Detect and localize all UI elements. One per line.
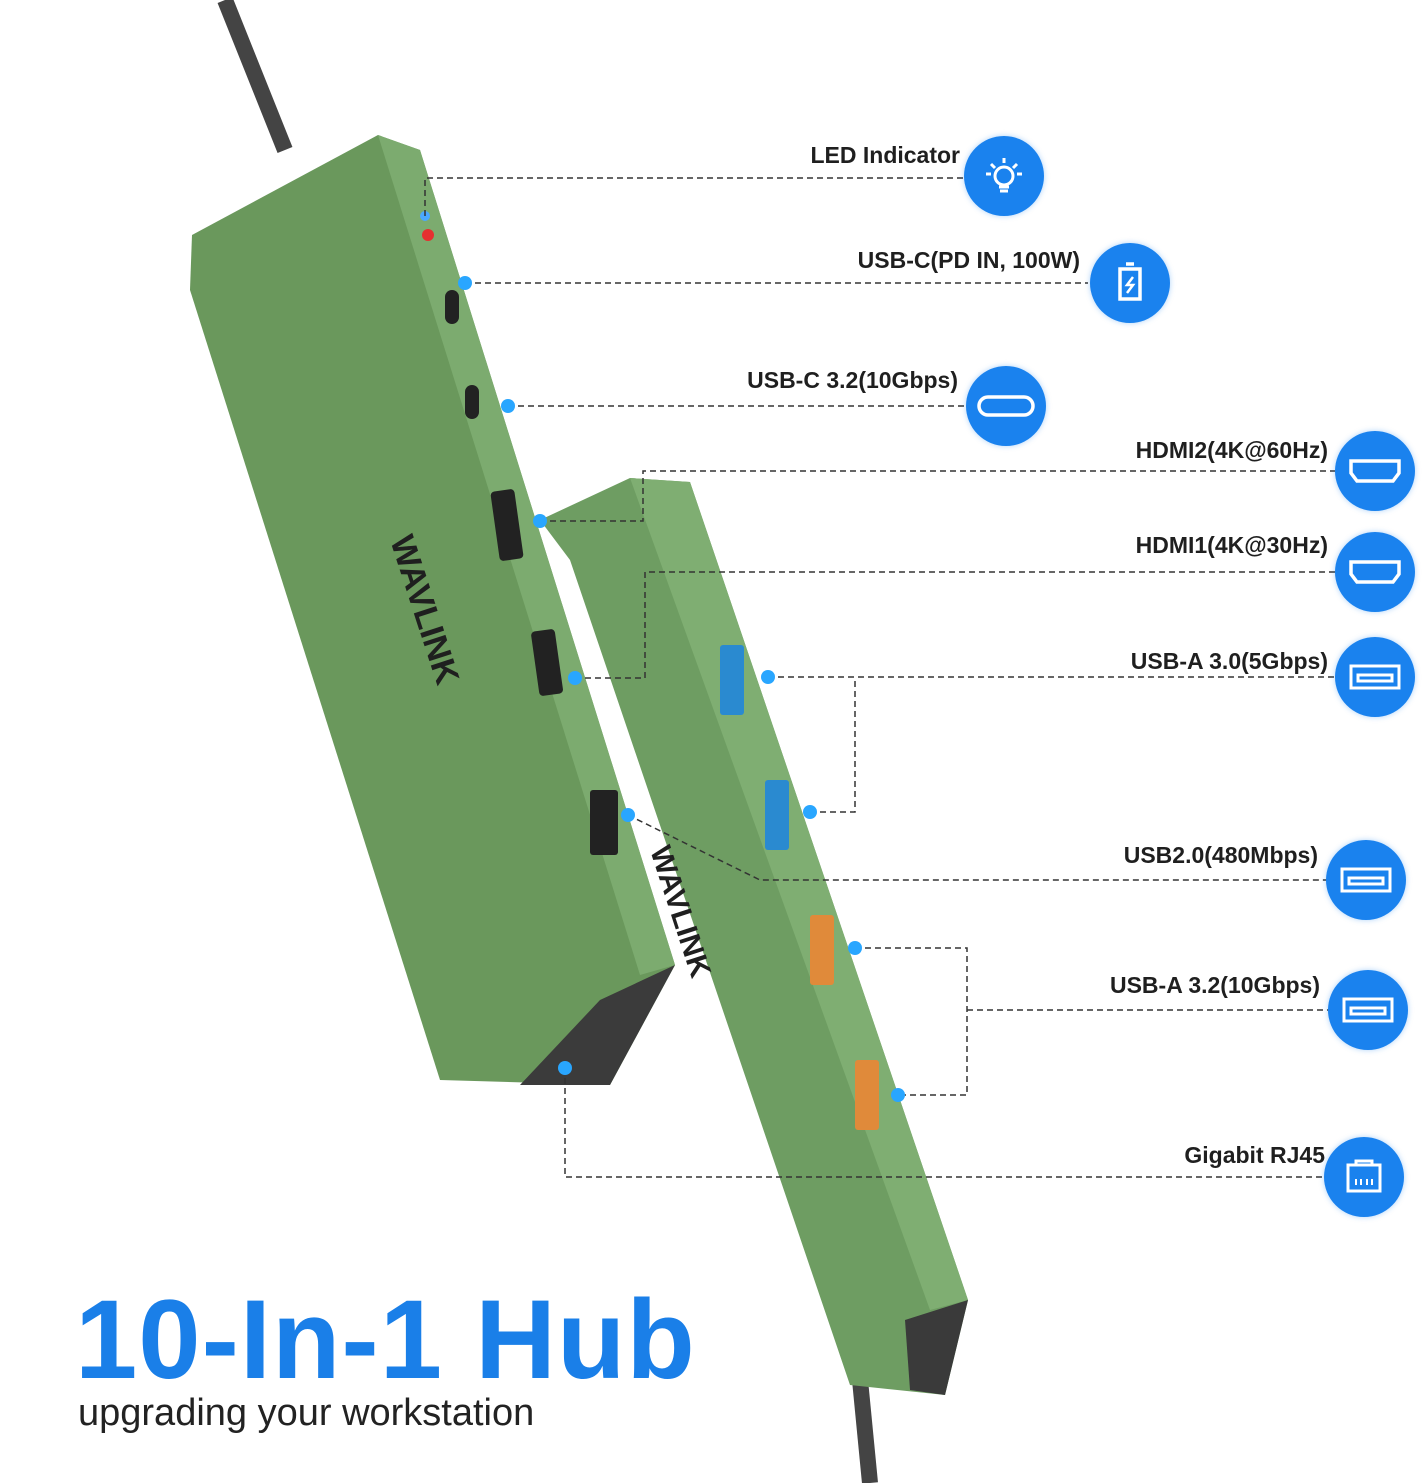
hub-back [540,478,968,1395]
label-hdmi2: HDMI2(4K@60Hz) [1135,437,1328,463]
hub-front: WAVLINK [190,135,675,1085]
lightbulb-icon [964,136,1044,216]
label-rj45: Gigabit RJ45 [1184,1142,1325,1168]
usb-a-30-icon [1335,637,1415,717]
top-cable [217,0,293,153]
label-usb20: USB2.0(480Mbps) [1123,842,1318,868]
hdmi2-icon [1335,431,1415,511]
port-markers [458,276,905,1102]
label-usb-a-32: USB-A 3.2(10Gbps) [1109,972,1320,998]
bottom-cable [852,1379,878,1483]
usb-a-32-icon [1328,970,1408,1050]
label-usb-c-32: USB-C 3.2(10Gbps) [747,367,958,393]
ethernet-icon [1324,1137,1404,1217]
leader-lines [424,177,1335,1178]
label-usb-c-pd: USB-C(PD IN, 100W) [857,247,1080,273]
label-led-indicator: LED Indicator [810,142,960,168]
usb20-icon [1326,840,1406,920]
tagline: upgrading your workstation [78,1392,535,1434]
label-usb-a-30: USB-A 3.0(5Gbps) [1130,648,1328,674]
label-hdmi1: HDMI1(4K@30Hz) [1135,532,1328,558]
headline: 10-In-1 Hub [75,1277,696,1402]
hdmi1-icon [1335,532,1415,612]
usb-c-icon [966,366,1046,446]
battery-charging-icon [1090,243,1170,323]
